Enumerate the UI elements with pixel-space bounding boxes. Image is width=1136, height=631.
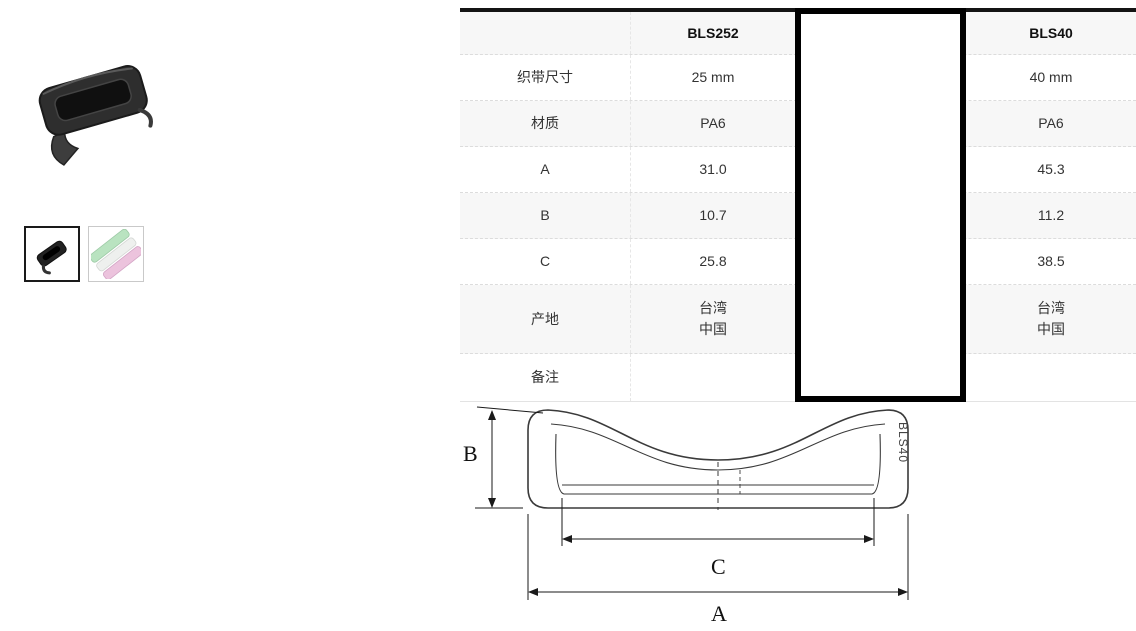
model-label: BLS40 xyxy=(896,422,910,463)
bls40-origin: 台湾 中国 xyxy=(965,285,1136,353)
strap-keeper-image xyxy=(38,65,153,166)
thumbnail-colored-webbing[interactable] xyxy=(88,226,144,282)
origin-line2: 中国 xyxy=(1037,321,1065,337)
thumbnail-strip xyxy=(24,226,144,282)
row-label: B xyxy=(540,207,550,223)
bls252-value: 25 mm xyxy=(630,55,795,100)
dimension-diagram: BLS40 B C A xyxy=(455,402,917,631)
bls40-value: PA6 xyxy=(965,101,1136,146)
bls40-value: 40 mm xyxy=(965,55,1136,100)
row-label: 产地 xyxy=(531,310,559,327)
header-blank xyxy=(460,12,630,54)
covered-column-overlay xyxy=(795,8,966,402)
bls252-value: PA6 xyxy=(630,101,795,146)
bls252-remark xyxy=(630,354,795,401)
bls252-value: 31.0 xyxy=(630,147,795,192)
bls40-value: 11.2 xyxy=(965,193,1136,238)
bls40-value: 45.3 xyxy=(965,147,1136,192)
thumbnail-black-keeper[interactable] xyxy=(24,226,80,282)
dimension-diagram-svg: BLS40 B C A xyxy=(463,406,910,626)
origin-line1: 台湾 xyxy=(1037,300,1065,316)
bls252-value: 10.7 xyxy=(630,193,795,238)
dim-c-lines xyxy=(561,498,875,546)
spec-table: BLS252 BLS40 织带尺寸 25 mm 40 mm 材质 PA6 PA6… xyxy=(460,8,1136,402)
dim-a-label: A xyxy=(711,601,727,626)
row-label: 材质 xyxy=(531,115,559,131)
row-label: A xyxy=(540,161,550,177)
thumbnail-colored-webbing-icon xyxy=(91,229,141,279)
dim-a-lines xyxy=(527,514,909,600)
row-label: C xyxy=(539,253,551,269)
header-bls40: BLS40 xyxy=(965,12,1136,54)
dim-b-lines xyxy=(475,406,544,509)
origin-line1: 台湾 xyxy=(699,300,727,316)
dim-c-label: C xyxy=(711,554,726,579)
product-photo xyxy=(18,32,168,177)
bls252-origin: 台湾 中国 xyxy=(630,285,795,353)
bls40-remark xyxy=(965,354,1136,401)
bls252-value: 25.8 xyxy=(630,239,795,284)
row-label: 备注 xyxy=(531,369,559,385)
header-bls252: BLS252 xyxy=(630,12,795,54)
buckle-profile-outline xyxy=(527,409,909,510)
bls40-value: 38.5 xyxy=(965,239,1136,284)
thumbnail-black-keeper-icon xyxy=(36,240,67,275)
origin-line2: 中国 xyxy=(699,321,727,337)
dim-b-label: B xyxy=(463,441,478,466)
row-label: 织带尺寸 xyxy=(517,69,573,85)
